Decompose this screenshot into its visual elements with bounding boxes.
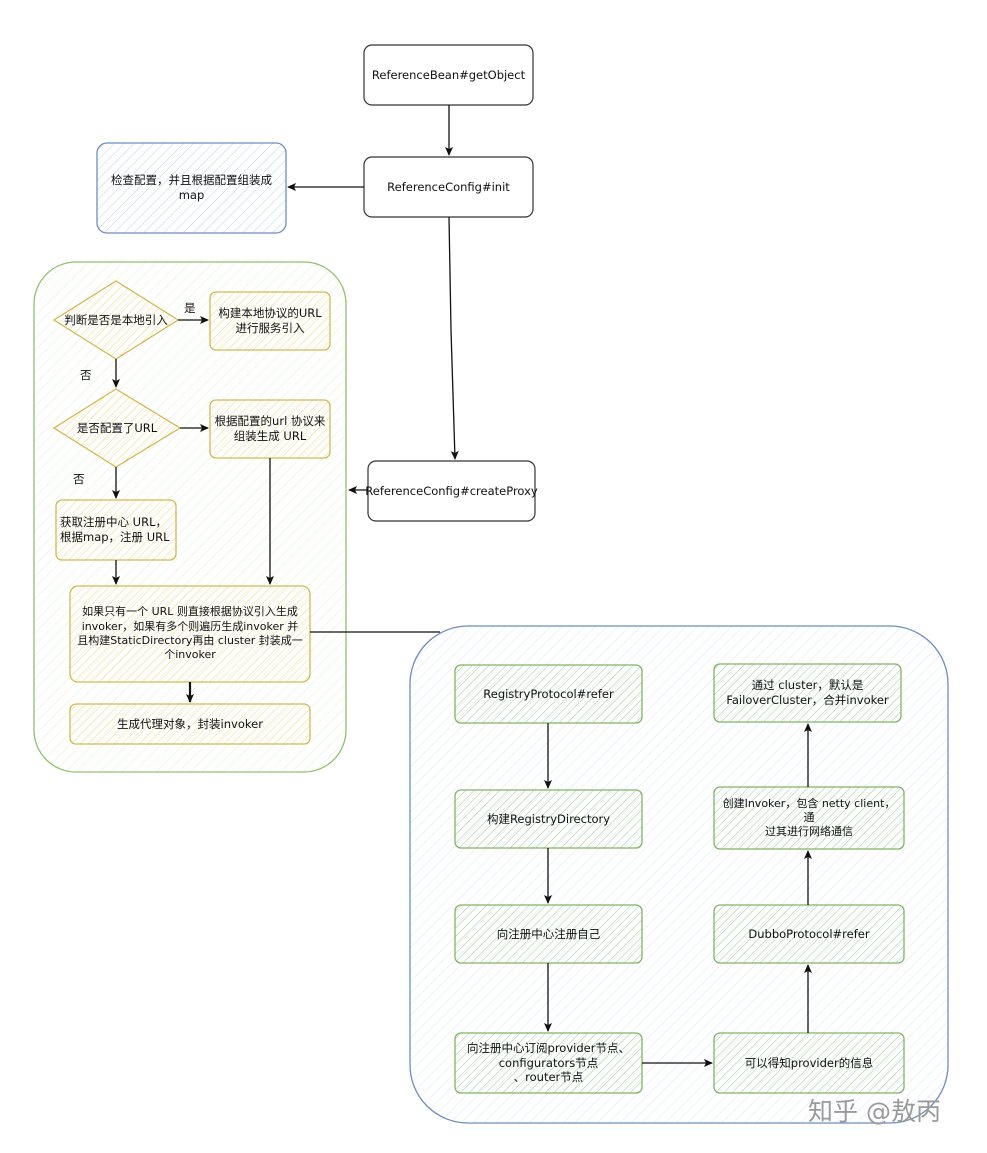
watermark: 知乎 @敖丙 — [808, 1097, 941, 1126]
create-proxy-label: ReferenceConfig#createProxy — [365, 483, 538, 498]
no-label-1: 否 — [80, 368, 92, 382]
is-local-label: 判断是否是本地引入 — [64, 313, 168, 327]
edges — [112, 105, 812, 1067]
get-registry-url-label: 获取注册中心 URL， 根据map，注册 URL — [60, 515, 170, 544]
create-invoker-box — [713, 786, 905, 850]
build-local-url-label: 构建本地协议的URL 进行服务引入 — [218, 306, 322, 335]
no-label-2: 否 — [73, 472, 85, 486]
registry-refer-label: RegistryProtocol#refer — [483, 686, 614, 701]
cluster-merge-box — [713, 663, 902, 723]
create-proxy-obj-label: 生成代理对象，封装invoker — [117, 716, 263, 731]
right-group-container — [409, 625, 949, 1124]
has-url-label: 是否配置了URL — [76, 421, 158, 435]
create-proxy-obj-box — [69, 703, 311, 745]
create-proxy-box — [367, 460, 536, 522]
create-invoker-label: 创建Invoker，包含 netty client，通 过其进行网络通信 — [722, 796, 896, 839]
edge-init-createproxy — [448, 216, 459, 460]
build-local-url-box — [209, 291, 331, 351]
register-self-label: 向注册中心注册自己 — [496, 926, 601, 941]
dubbo-refer-box — [713, 904, 905, 964]
build-registry-dir-label: 构建RegistryDirectory — [486, 811, 611, 826]
subscribe-label: 向注册中心订阅provider节点、 configurators节点 、rout… — [467, 1040, 630, 1085]
check-config-box — [96, 142, 287, 234]
learn-provider-box — [713, 1032, 905, 1094]
single-or-multi-label: 如果只有一个 URL 则直接根据协议引入生成 invoker，如果有多个则遍历生… — [77, 605, 303, 662]
dubbo-refer-label: DubboProtocol#refer — [748, 926, 870, 941]
init-label: ReferenceConfig#init — [387, 179, 510, 194]
get-object-label: ReferenceBean#getObject — [371, 67, 526, 82]
check-config-label: 检查配置，并且根据配置组装成 map — [111, 173, 272, 202]
learn-provider-label: 可以得知provider的信息 — [744, 1055, 874, 1070]
yes-label: 是 — [184, 301, 196, 315]
build-url-label: 根据配置的url 协议来 组装生成 URL — [214, 414, 326, 443]
cluster-merge-label: 通过 cluster，默认是 FailoverCluster，合并invoker — [726, 678, 889, 707]
